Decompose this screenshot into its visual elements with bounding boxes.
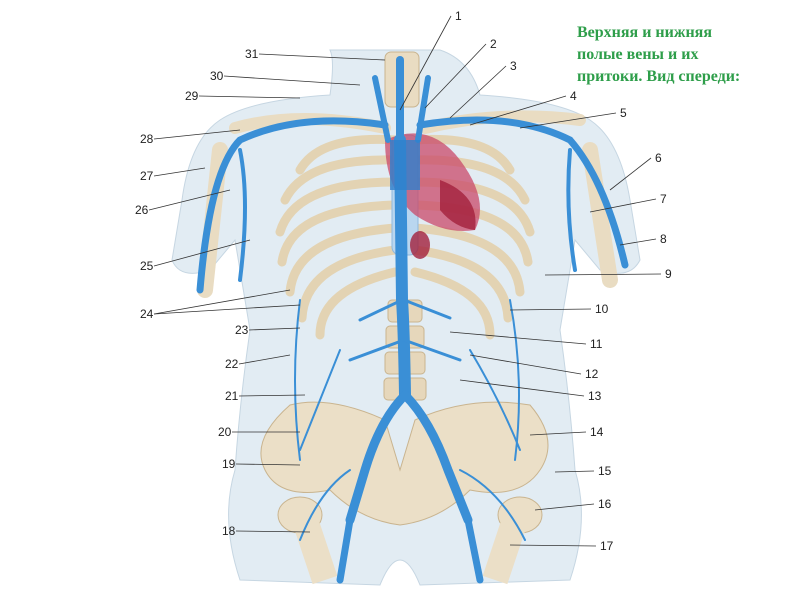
leader-line-11 [449,331,587,345]
label-28: 28 [140,132,154,146]
leader-line-22 [238,354,291,365]
label-31: 31 [245,47,259,61]
leader-line-24b [153,304,301,315]
label-6: 6 [655,151,662,165]
label-26: 26 [135,203,149,217]
leader-line-19 [235,463,301,466]
leader-line-6 [609,157,652,191]
leader-line-3 [449,65,507,119]
label-19: 19 [222,457,236,471]
leader-line-10 [509,308,592,311]
label-29: 29 [185,89,199,103]
leader-line-18 [235,530,311,533]
leader-line-31 [258,53,386,61]
leader-line-1 [399,15,452,111]
liver-vein-region [410,231,430,259]
leader-line-15 [554,470,595,473]
label-13: 13 [588,389,602,403]
title-line-2: полые вены и их [577,46,699,63]
label-23: 23 [235,323,249,337]
label-18: 18 [222,524,236,538]
leader-line-30 [223,75,361,86]
leader-line-9 [544,273,662,276]
label-11: 11 [590,337,603,351]
label-17: 17 [600,539,614,553]
label-2: 2 [490,37,497,51]
left-femur [292,515,338,585]
label-21: 21 [225,389,239,403]
title-line-3: притоки. Вид спереди: [577,68,741,85]
label-20: 20 [218,425,232,439]
leader-line-7 [589,198,657,213]
label-25: 25 [140,259,154,273]
label-22: 22 [225,357,239,371]
title-line-1: Верхняя и нижняя [577,24,712,41]
label-3: 3 [510,59,517,73]
heart-ventricle [440,180,476,230]
leader-line-12 [469,354,582,375]
right-femur [482,515,528,585]
leader-line-14 [529,431,587,436]
leader-line-27 [153,167,206,177]
label-1: 1 [455,9,462,23]
leader-line-25 [153,239,251,267]
label-12: 12 [585,367,599,381]
label-16: 16 [598,497,612,511]
slide-title: Верхняя и нижняя полые вены и их притоки… [577,22,792,88]
label-layer: 1234567891011121314151617181920212223242… [135,9,672,553]
leader-line-2 [424,43,487,109]
leader-line-16 [534,503,595,511]
label-14: 14 [590,425,604,439]
label-9: 9 [665,267,672,281]
leader-line-4 [469,95,567,126]
leader-line-28 [153,129,241,140]
leader-line-24 [153,289,291,315]
vena-cava-highlight [390,140,420,190]
rib-cage [275,134,535,340]
leader-line-23 [248,327,301,331]
leader-line-26 [148,189,231,211]
label-5: 5 [620,106,627,120]
label-15: 15 [598,464,612,478]
label-27: 27 [140,169,154,183]
label-4: 4 [570,89,577,103]
label-8: 8 [660,232,667,246]
leader-line-8 [619,238,657,246]
leader-line-29 [198,95,301,99]
leader-line-17 [509,544,597,547]
label-24: 24 [140,307,154,321]
label-30: 30 [210,69,224,83]
leader-line-5 [519,112,617,129]
vein-network [196,56,629,584]
leader-line-13 [459,379,585,397]
leader-line-21 [238,394,306,397]
label-7: 7 [660,192,667,206]
label-10: 10 [595,302,609,316]
